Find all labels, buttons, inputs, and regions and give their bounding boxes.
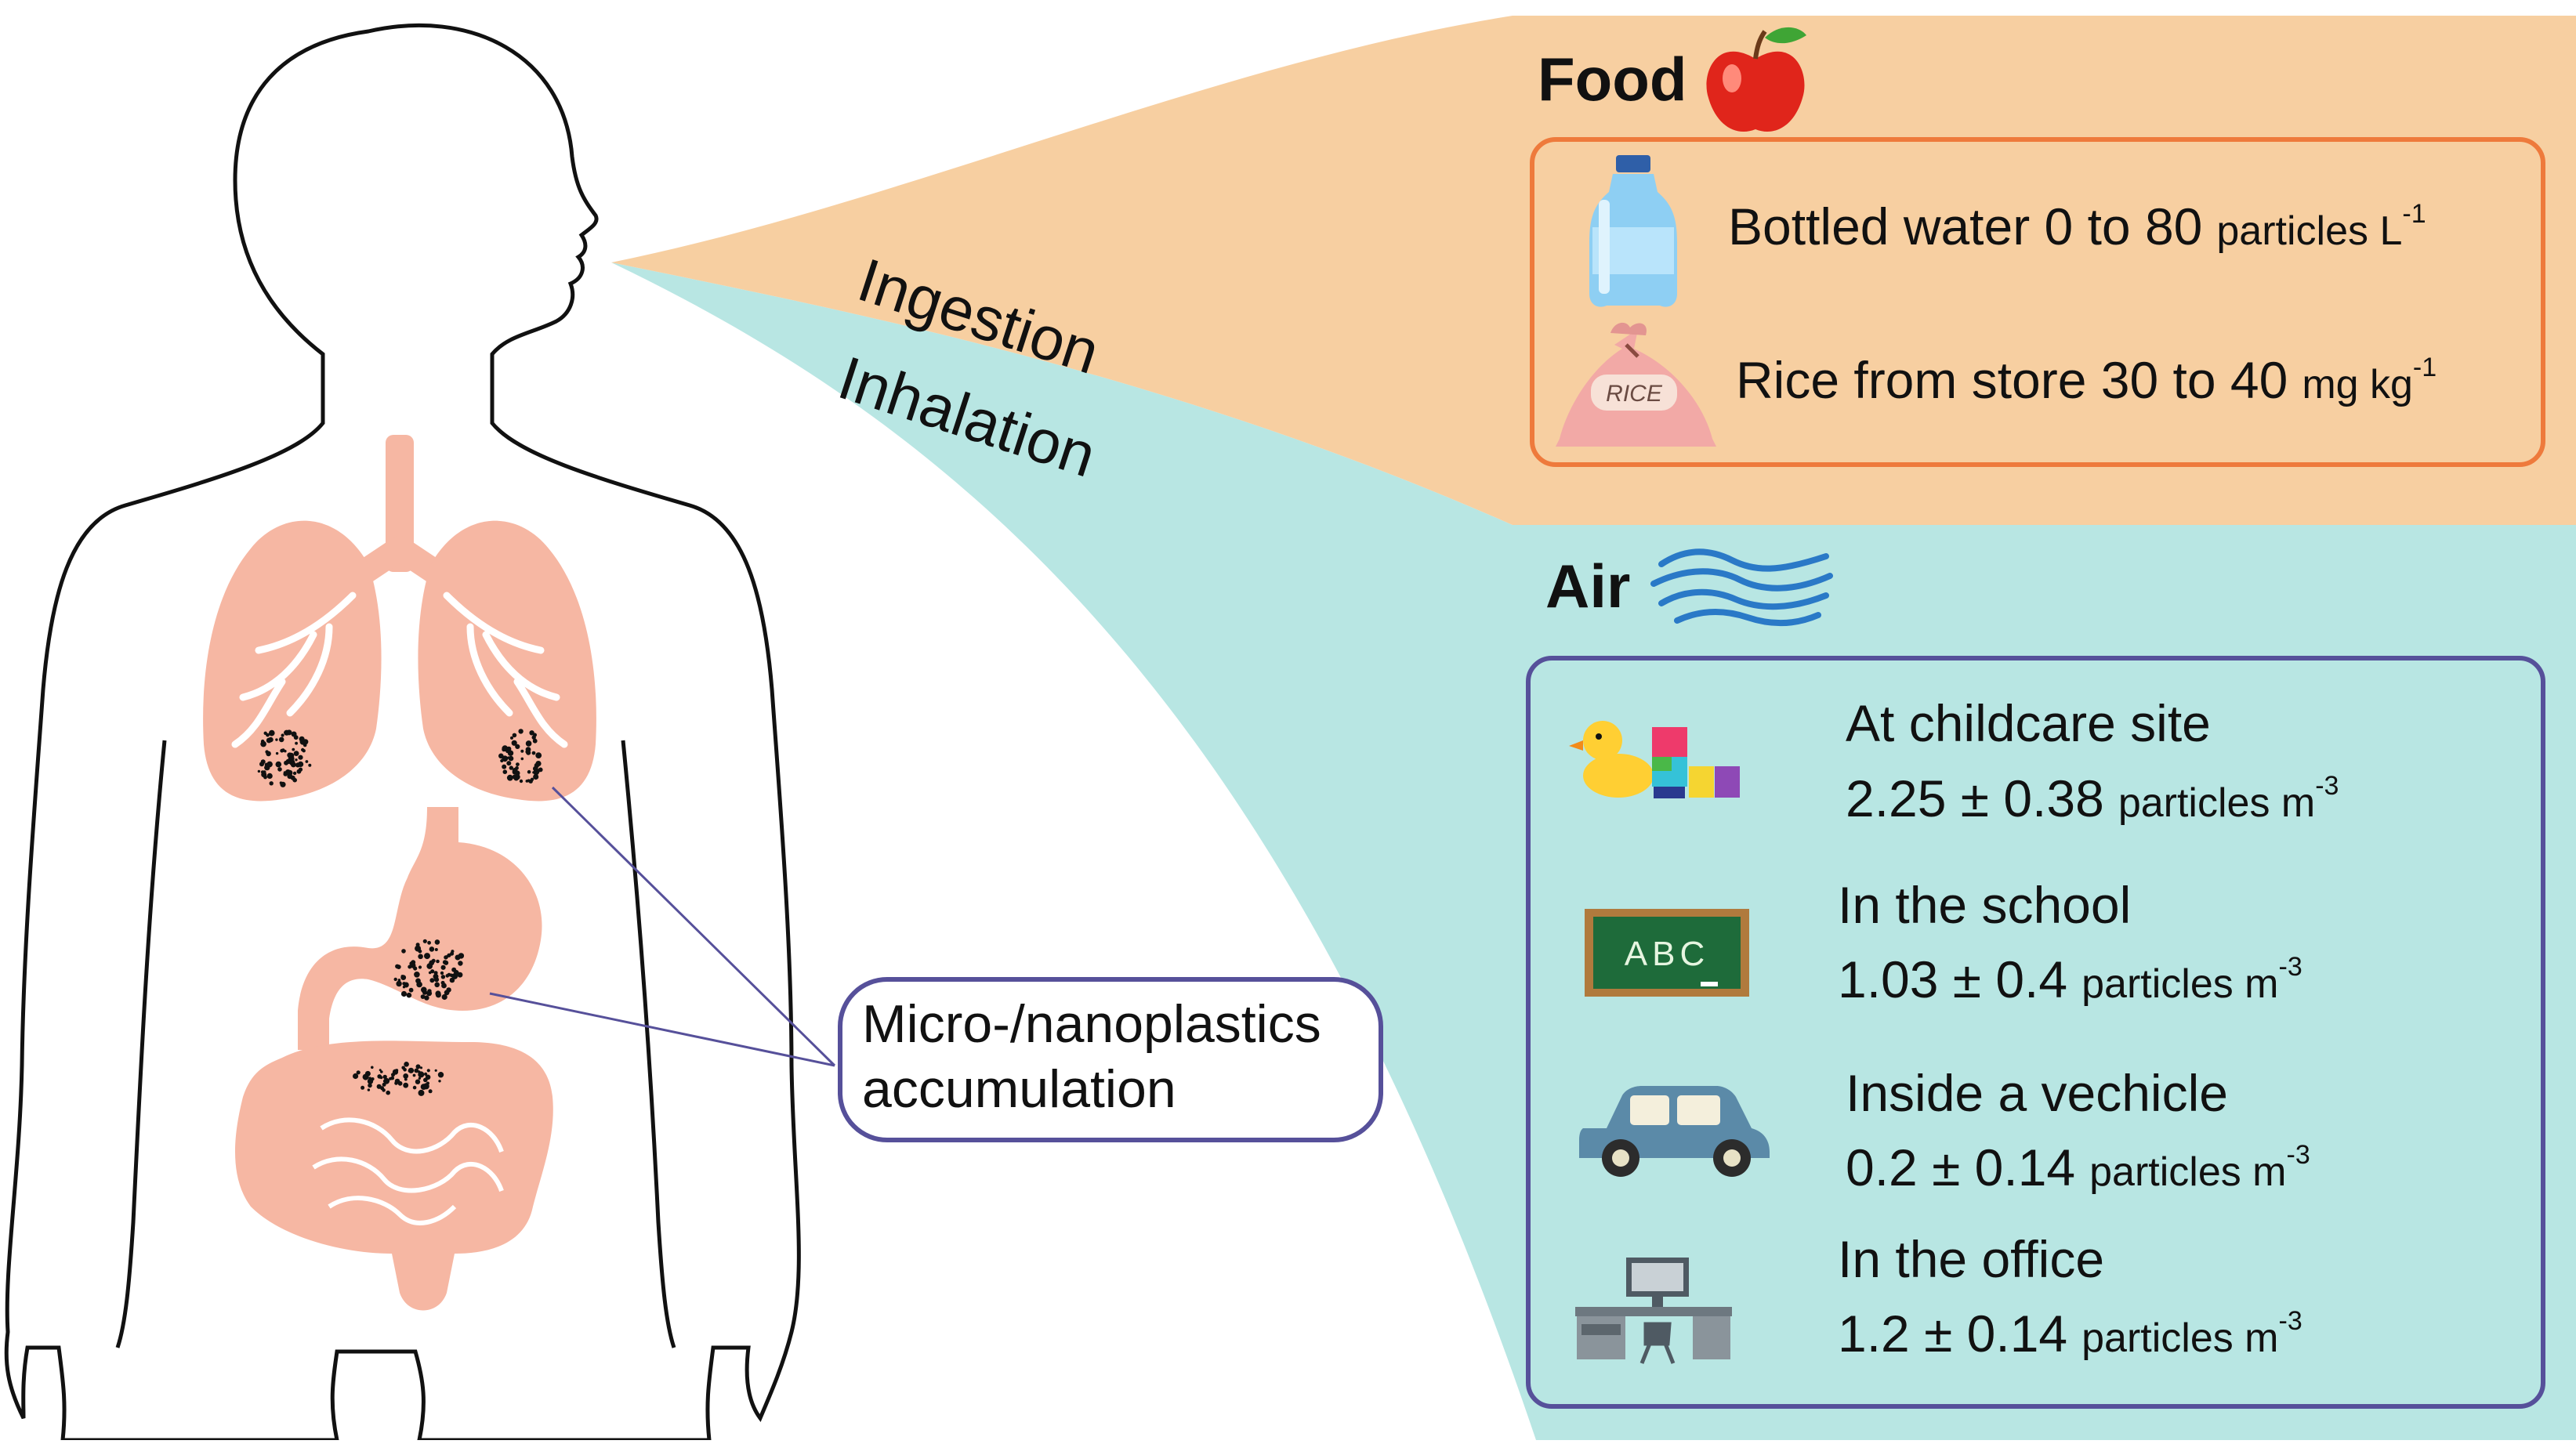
air-title: Air: [1545, 552, 1630, 621]
chalkboard-icon: ABC: [1585, 909, 1749, 997]
body-outline: [4, 24, 801, 1442]
chalkboard-label: ABC: [1625, 935, 1709, 973]
lung-particles-left: [257, 729, 312, 787]
intestines: [235, 1040, 553, 1311]
air-items-box: [1526, 656, 2545, 1409]
left-arm-line: [115, 740, 167, 1348]
pointer-line-stomach: [489, 992, 835, 1067]
rice-bag-icon: RICE: [1556, 322, 1716, 447]
office-desk-icon: [1575, 1258, 1732, 1364]
office-label: In the office: [1838, 1230, 2104, 1288]
callout-line-2: accumulation: [862, 1059, 1176, 1119]
food-title: Food: [1538, 45, 1687, 114]
pointer-line-lung: [551, 786, 836, 1067]
wind-icon: [1650, 548, 1833, 627]
callout-line-1: Micro-/nanoplastics: [862, 994, 1321, 1054]
school-label: In the school: [1838, 876, 2131, 934]
intestine-folds: [312, 1117, 504, 1225]
childcare-label: At childcare site: [1846, 694, 2211, 752]
food-items-box: [1530, 137, 2545, 467]
accumulation-callout: [838, 977, 1383, 1142]
lung-particles-right: [498, 729, 543, 784]
water-bottle-icon: [1589, 155, 1677, 307]
toys-icon: [1569, 721, 1740, 798]
apple-icon: [1706, 27, 1806, 132]
stomach: [298, 807, 542, 1050]
car-icon: [1579, 1086, 1770, 1177]
right-arm-line: [621, 740, 676, 1348]
intestine-particles: [353, 1062, 444, 1096]
stomach-particles: [393, 939, 465, 1001]
air-region: [611, 262, 2576, 1440]
rice-bag-label: RICE: [1606, 381, 1663, 407]
bronchi: [231, 592, 568, 748]
vehicle-label: Inside a vechicle: [1846, 1064, 2228, 1122]
